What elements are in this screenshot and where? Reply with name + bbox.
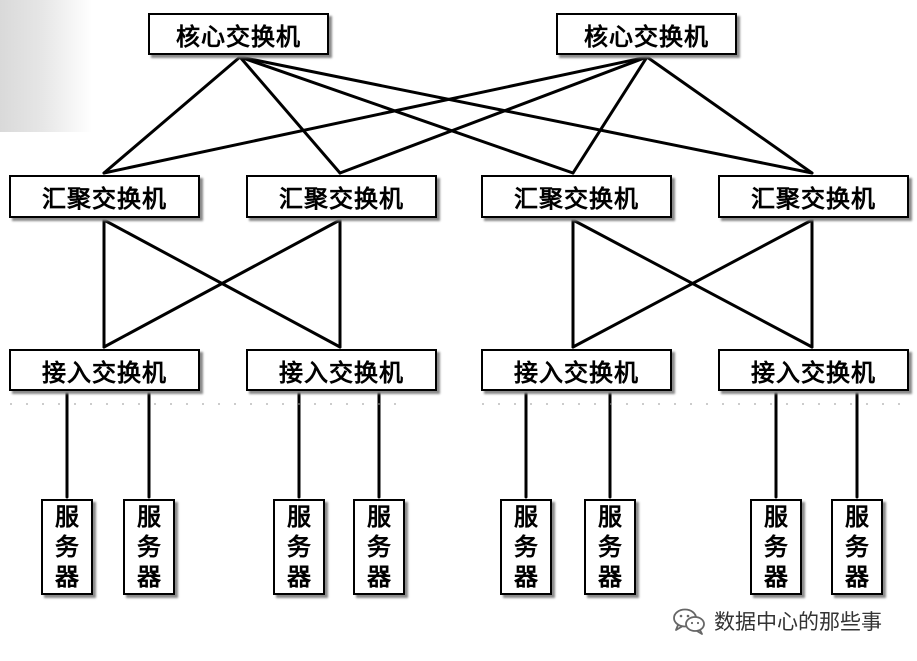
watermark: 数据中心的那些事	[672, 604, 882, 638]
link-core2-agg3	[571, 55, 649, 175]
link-core2-agg1	[102, 55, 649, 175]
access-switch-3: 接入交换机	[481, 349, 672, 391]
link-core2-agg2	[338, 55, 649, 175]
server-label-char: 服	[55, 502, 79, 531]
access-switch-2: 接入交换机	[246, 349, 437, 391]
server-label-char: 务	[137, 532, 161, 561]
server-label-char: 服	[845, 502, 869, 531]
aggregation-switch-label: 汇聚交换机	[279, 184, 404, 213]
server-label-char: 服	[137, 502, 161, 531]
aggregation-switch-3: 汇聚交换机	[481, 175, 672, 218]
server-label-char: 服	[598, 502, 622, 531]
server-label-char: 务	[367, 532, 391, 561]
server-label-char: 器	[367, 562, 391, 591]
server-label-char: 务	[764, 532, 788, 561]
server-label-char: 服	[764, 502, 788, 531]
aggregation-switch-4: 汇聚交换机	[718, 175, 909, 218]
aggregation-switch-label: 汇聚交换机	[42, 184, 167, 213]
aggregation-switch-label: 汇聚交换机	[514, 184, 639, 213]
server-1: 服 务 器	[41, 499, 93, 595]
access-switch-label: 接入交换机	[751, 357, 876, 387]
server-6: 服 务 器	[584, 499, 636, 595]
server-label-char: 务	[55, 532, 79, 561]
server-label-char: 器	[764, 562, 788, 591]
aggregation-switch-label: 汇聚交换机	[751, 184, 876, 213]
core-switch-2: 核心交换机	[556, 13, 737, 55]
watermark-text: 数据中心的那些事	[714, 610, 882, 634]
server-7: 服 务 器	[750, 499, 802, 595]
corner-shading	[0, 0, 92, 132]
link-core1-agg1	[102, 55, 242, 175]
wechat-icon	[673, 608, 705, 635]
aggregation-switch-2: 汇聚交换机	[246, 175, 437, 218]
link-core1-agg4	[238, 55, 814, 175]
server-label-char: 器	[598, 562, 622, 591]
access-switch-4: 接入交换机	[718, 349, 909, 391]
server-label-char: 器	[845, 562, 869, 591]
server-8: 服 务 器	[831, 499, 883, 595]
server-3: 服 务 器	[273, 499, 325, 595]
access-switch-label: 接入交换机	[279, 357, 404, 387]
server-label-char: 务	[845, 532, 869, 561]
access-switch-label: 接入交换机	[42, 357, 167, 387]
aggregation-switch-1: 汇聚交换机	[9, 175, 200, 218]
server-label-char: 器	[55, 562, 79, 591]
link-core2-agg4	[645, 55, 814, 175]
server-label-char: 器	[287, 562, 311, 591]
server-label-char: 器	[137, 562, 161, 591]
link-core1-agg3	[238, 55, 575, 175]
server-label-char: 服	[287, 502, 311, 531]
server-2: 服 务 器	[123, 499, 175, 595]
link-core1-agg2	[238, 55, 342, 175]
core-switch-label: 核心交换机	[176, 21, 301, 51]
server-label-char: 服	[514, 502, 538, 531]
access-switch-1: 接入交换机	[9, 349, 200, 391]
server-label-char: 器	[514, 562, 538, 591]
server-label-char: 务	[598, 532, 622, 561]
server-label-char: 务	[514, 532, 538, 561]
core-switch-label: 核心交换机	[584, 21, 709, 51]
server-5: 服 务 器	[500, 499, 552, 595]
link-agg4-acc3	[571, 218, 814, 349]
server-label-char: 务	[287, 532, 311, 561]
core-switch-1: 核心交换机	[148, 13, 329, 55]
link-agg2-acc1	[102, 218, 342, 349]
access-switch-label: 接入交换机	[514, 357, 639, 387]
server-4: 服 务 器	[353, 499, 405, 595]
server-label-char: 服	[367, 502, 391, 531]
